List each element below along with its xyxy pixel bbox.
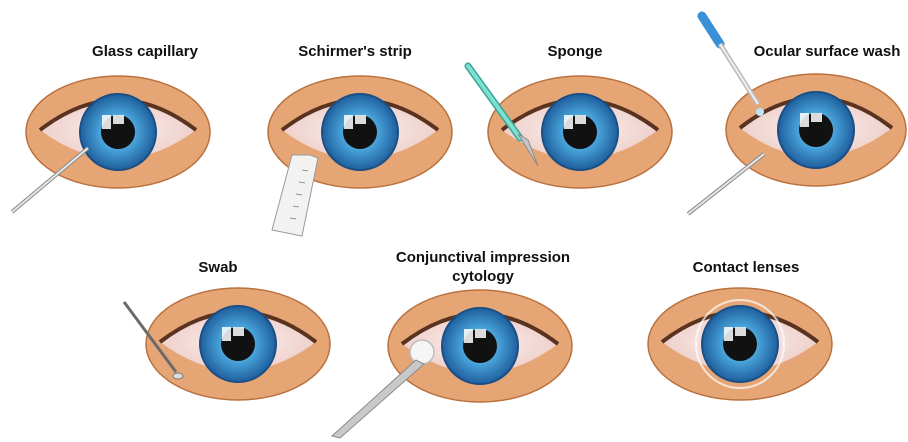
- eye-schirmers-strip: [262, 60, 462, 250]
- pipette-bulb-icon: [702, 16, 720, 44]
- label-glass-capillary: Glass capillary: [70, 42, 220, 61]
- eye-conjunctival-impression: [330, 282, 590, 442]
- label-contact-lenses: Contact lenses: [666, 258, 826, 277]
- label-schirmers-strip: Schirmer's strip: [280, 42, 430, 61]
- eye-ocular-surface-wash: [680, 8, 908, 228]
- label-swab: Swab: [178, 258, 258, 277]
- membrane-disc-icon: [410, 340, 434, 364]
- forceps-icon: [332, 360, 424, 438]
- label-sponge: Sponge: [500, 42, 650, 61]
- label-conjunctival-impression-line1: Conjunctival impression: [388, 248, 578, 267]
- eye-sponge: [462, 60, 662, 230]
- eye-swab: [118, 280, 338, 430]
- eye-contact-lenses: [632, 280, 842, 430]
- schirmer-strip-icon: [272, 155, 318, 236]
- eye-glass-capillary: [10, 60, 210, 230]
